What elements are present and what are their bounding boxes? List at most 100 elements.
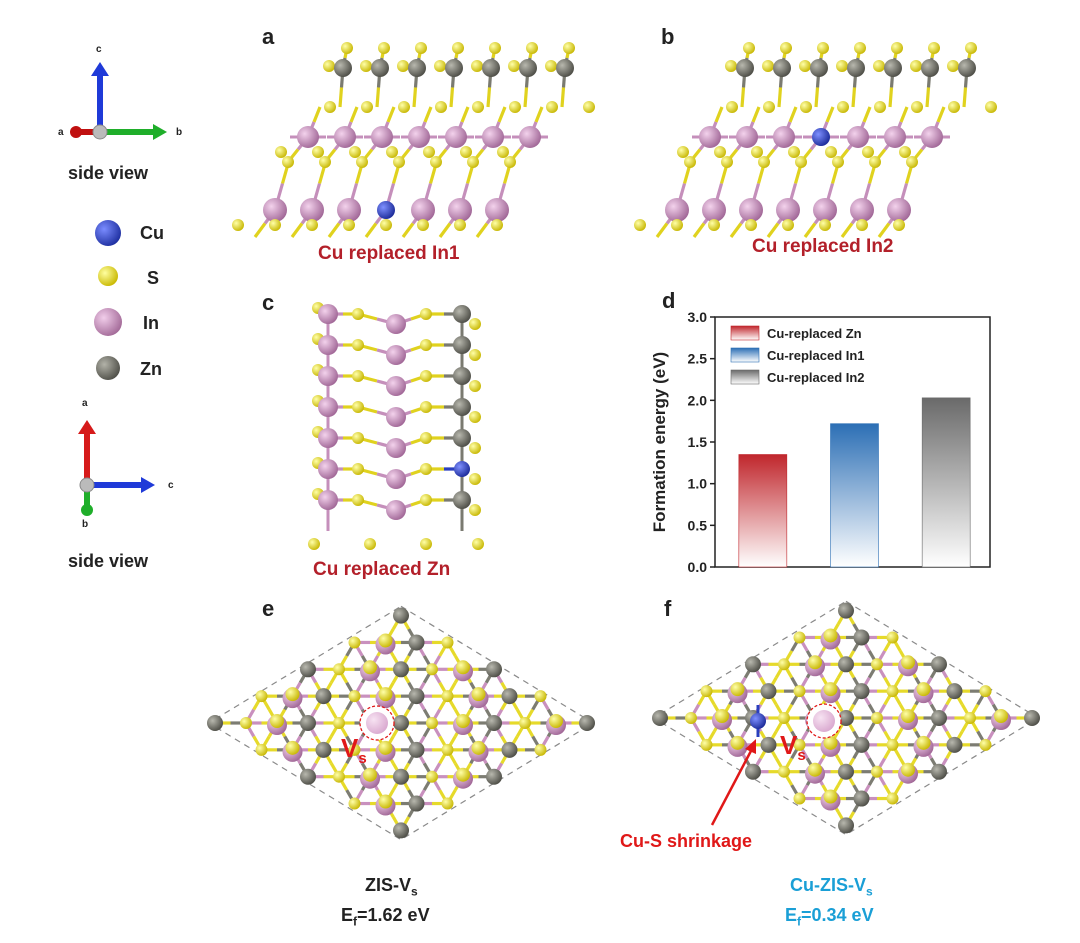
- zinc-atom: [946, 736, 963, 753]
- zinc-atom: [946, 683, 963, 700]
- indium-atom: [411, 198, 435, 222]
- zinc-atom: [453, 305, 471, 323]
- indium-atom: [386, 345, 406, 365]
- bond: [899, 106, 909, 123]
- caption-b: Cu replaced In2: [752, 236, 894, 257]
- sulfur-atom: [965, 42, 977, 54]
- y-tick-label: 1.0: [688, 476, 708, 492]
- zinc-atom: [1024, 710, 1040, 726]
- sulfur-atom: [420, 339, 432, 351]
- zinc-atom: [519, 59, 537, 77]
- bond: [560, 87, 566, 108]
- zinc-atom: [334, 59, 352, 77]
- sulfur-atom: [363, 660, 377, 675]
- bond: [714, 106, 724, 123]
- bond: [486, 87, 492, 108]
- sulfur-atom: [928, 42, 940, 54]
- zinc-atom: [408, 741, 425, 758]
- sulfur-atom: [901, 709, 915, 723]
- structure-c: [308, 302, 484, 550]
- title-f: Cu-ZIS-Vs: [790, 875, 873, 899]
- vacancy-site: [366, 712, 388, 734]
- sulfur-atom: [441, 690, 454, 703]
- sulfur-atom: [819, 219, 831, 231]
- sulfur-atom: [361, 101, 373, 113]
- bond: [338, 87, 344, 108]
- sulfur-atom: [380, 219, 392, 231]
- sulfur-atom: [906, 156, 918, 168]
- sulfur-atom: [854, 42, 866, 54]
- sulfur-atom: [743, 42, 755, 54]
- zinc-atom: [393, 822, 409, 839]
- axis-letter-c: c: [168, 480, 174, 491]
- bond: [925, 87, 931, 108]
- sulfur-atom: [269, 219, 281, 231]
- zinc-atom: [810, 59, 828, 77]
- sulfur-atom: [378, 740, 393, 755]
- sulfur-atom: [348, 636, 361, 649]
- panel-label-a: a: [262, 24, 275, 49]
- indium-atom: [519, 126, 541, 148]
- sulfur-atom: [508, 60, 520, 72]
- sulfur-atom: [509, 101, 521, 113]
- sulfur-atom: [306, 219, 318, 231]
- sulfur-atom: [456, 660, 470, 675]
- sulfur-atom: [420, 401, 432, 413]
- sulfur-atom: [352, 339, 364, 351]
- sulfur-atom: [871, 658, 883, 671]
- sulfur-atom: [441, 743, 454, 756]
- sulfur-atom: [994, 709, 1008, 723]
- zinc-atom: [853, 790, 870, 807]
- bond: [814, 87, 820, 108]
- sulfur-atom: [873, 60, 885, 72]
- sulfur-atom: [886, 685, 899, 698]
- zinc-atom: [393, 768, 409, 785]
- sulfur-atom: [762, 60, 774, 72]
- sulfur-atom: [823, 789, 838, 804]
- sulfur-atom: [333, 663, 345, 676]
- sulfur-atom: [398, 101, 410, 113]
- zinc-atom: [408, 795, 425, 812]
- indium-atom: [318, 335, 338, 355]
- sulfur-atom: [836, 60, 848, 72]
- energy-f: Ef=0.34 eV: [785, 905, 874, 929]
- zinc-atom: [760, 736, 777, 753]
- copper-atom: [454, 461, 470, 477]
- zinc-atom: [760, 683, 777, 700]
- sulfur-atom: [549, 714, 563, 728]
- bond: [312, 106, 322, 123]
- indium-atom: [736, 126, 758, 148]
- sulfur-atom: [456, 767, 470, 782]
- sulfur-atom: [420, 308, 432, 320]
- bond: [740, 87, 746, 108]
- sulfur-atom: [285, 740, 300, 755]
- panel-label-e: e: [262, 596, 275, 621]
- sulfur-atom: [891, 42, 903, 54]
- sulfur-atom: [782, 219, 794, 231]
- sulfur-atom: [758, 156, 770, 168]
- indium-atom: [921, 126, 943, 148]
- sulfur-atom: [460, 146, 472, 158]
- indium-atom: [334, 126, 356, 148]
- sulfur-atom: [255, 743, 268, 756]
- bond: [401, 222, 415, 238]
- indium-atom: [739, 198, 763, 222]
- sulfur-atom: [255, 690, 268, 703]
- sulfur-atom: [856, 219, 868, 231]
- sulfur-atom: [497, 146, 509, 158]
- legend-swatch: [730, 347, 760, 363]
- indium-atom: [408, 126, 430, 148]
- axis-letter-b: b: [176, 127, 183, 138]
- sulfur-atom: [333, 770, 345, 783]
- sulfur-atom: [420, 538, 432, 550]
- zinc-atom: [838, 602, 854, 619]
- legend-label-in: In: [143, 313, 159, 333]
- zinc-atom: [453, 429, 471, 447]
- sulfur-atom: [634, 219, 646, 231]
- indium-atom: [386, 407, 406, 427]
- indium-atom: [847, 126, 869, 148]
- zinc-atom: [482, 59, 500, 77]
- zinc-atom: [315, 688, 332, 705]
- legend-cu-sphere: [95, 220, 121, 246]
